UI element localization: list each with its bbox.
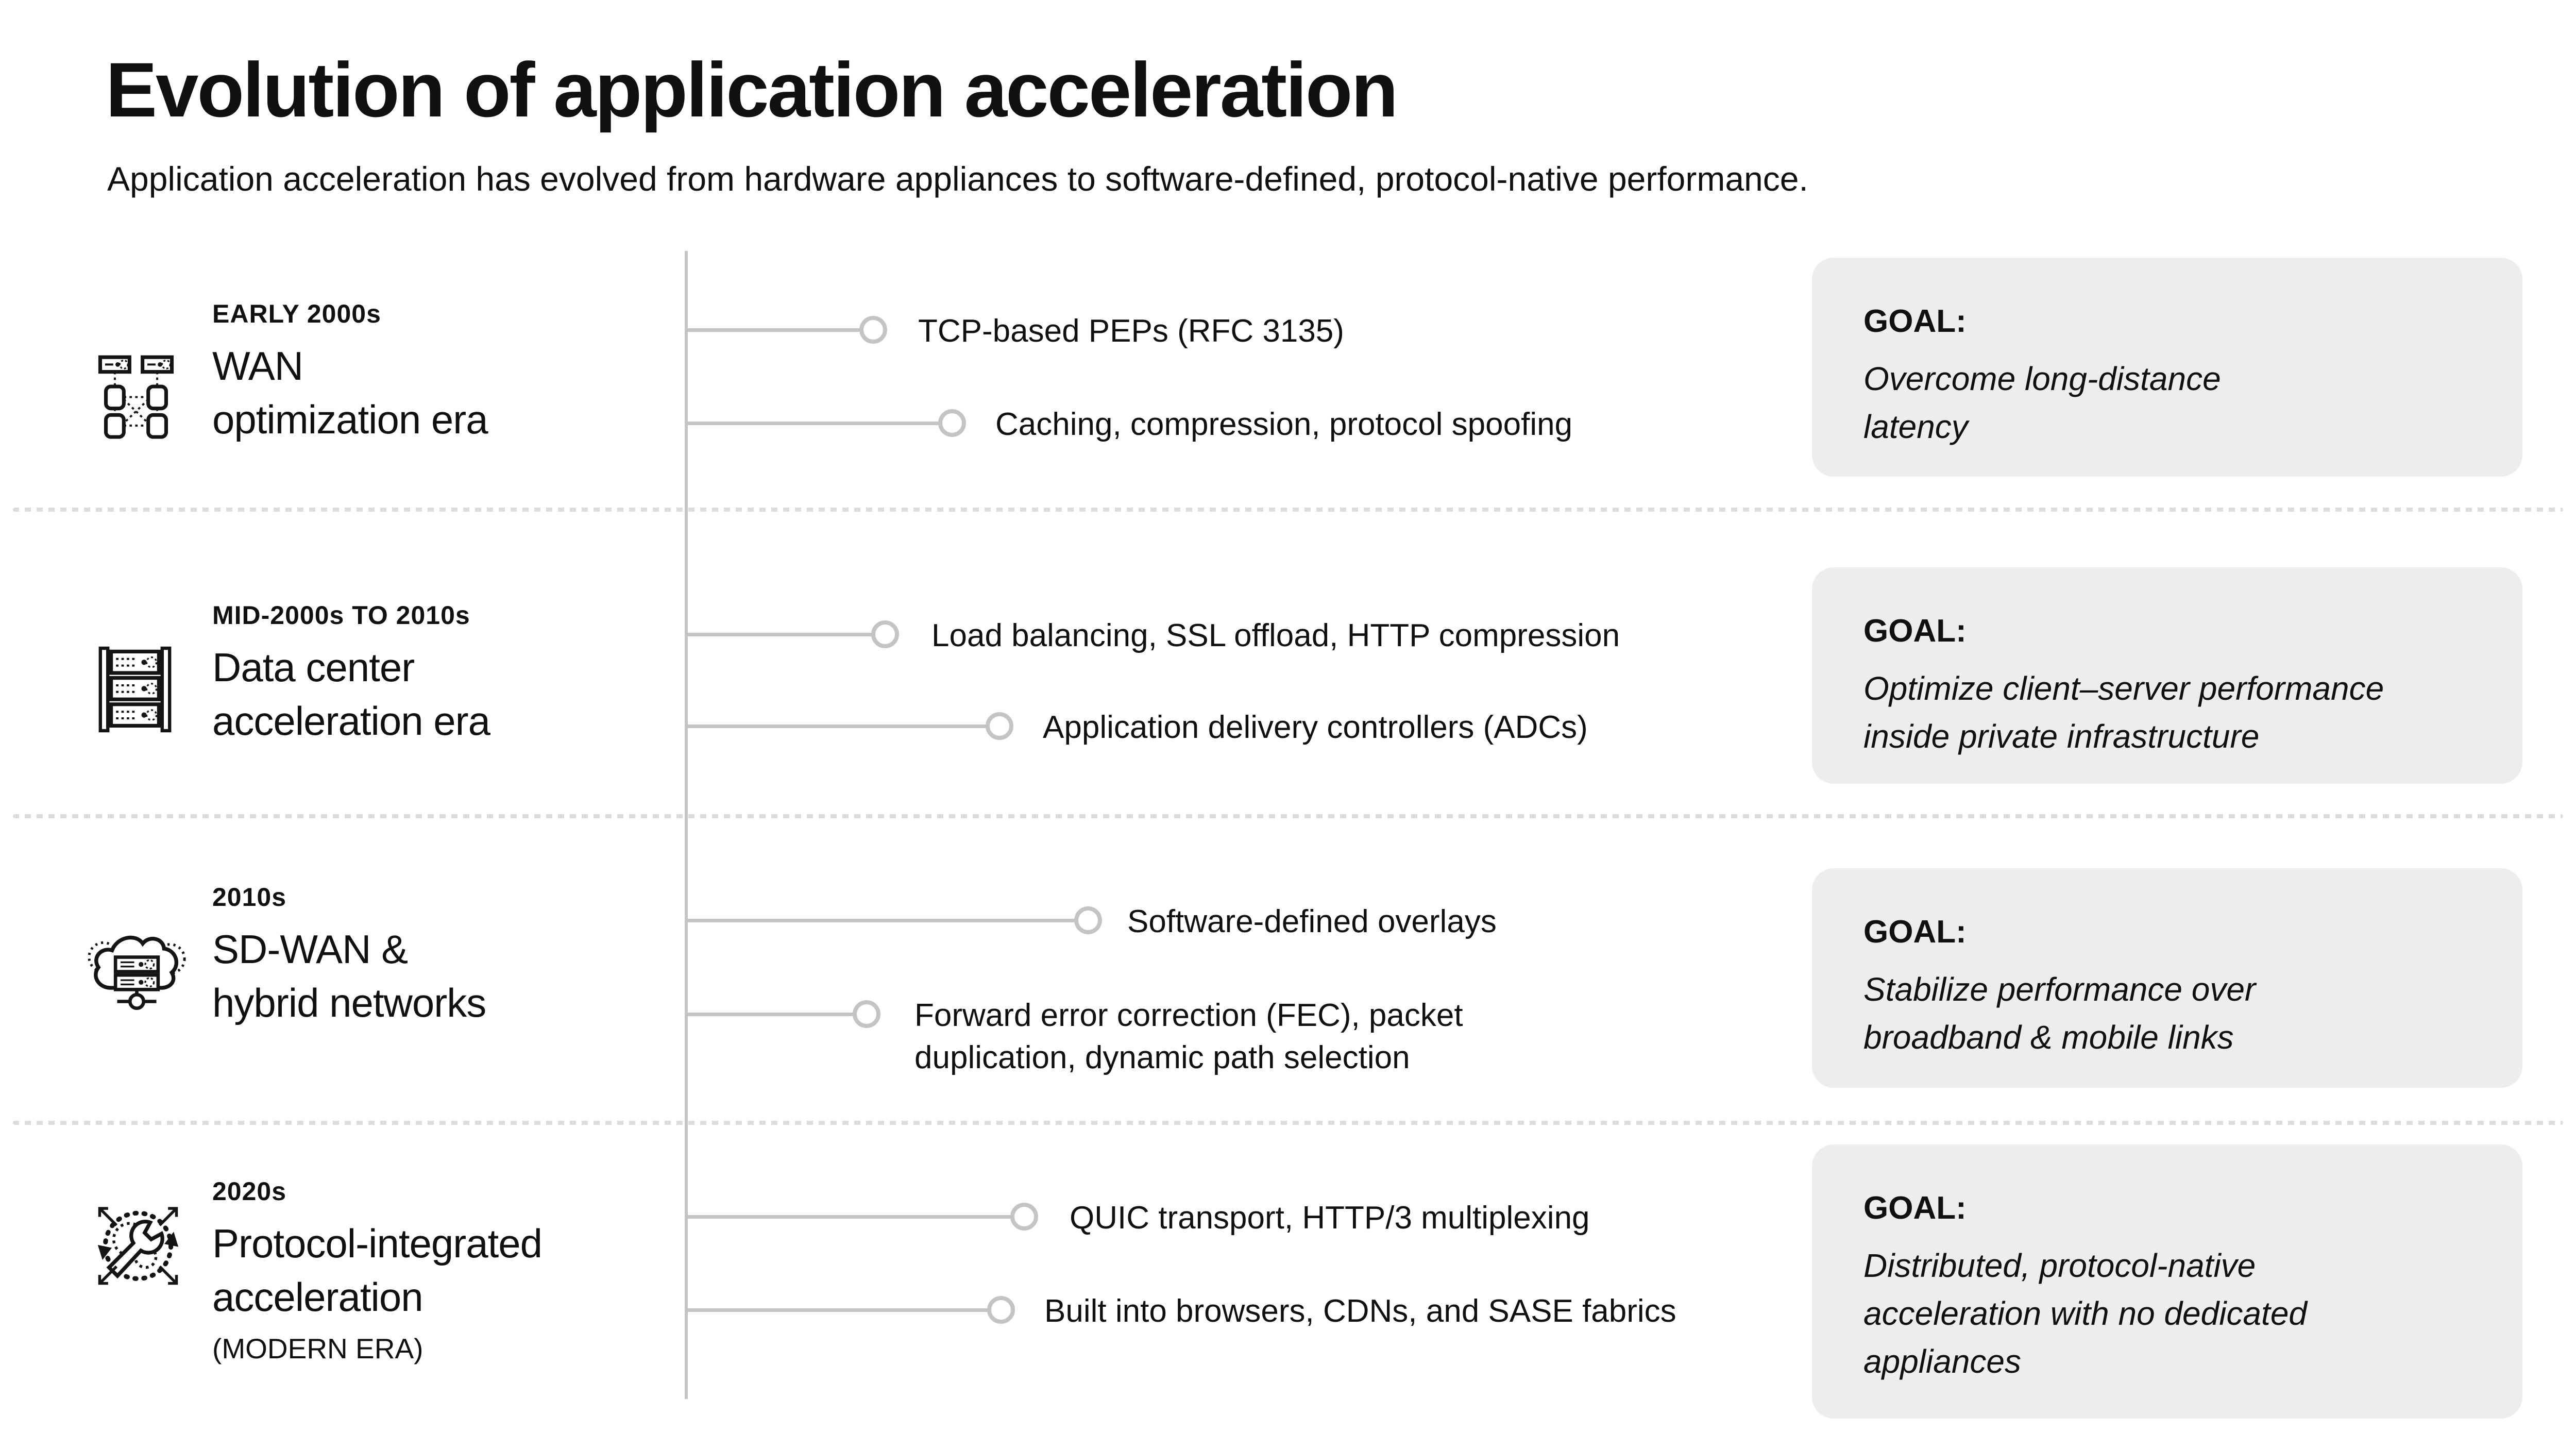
era-block-protocol: 2020s Protocol-integrated acceleration (… [212,1176,697,1365]
era-title: SD-WAN & hybrid networks [212,926,486,1025]
goal-box-datacenter: GOAL: Optimize client–server performance… [1812,567,2522,784]
era-label: 2010s [212,883,287,912]
cloud-servers-icon [81,921,192,1015]
goal-kicker: GOAL: [1863,304,1967,339]
era-title: Protocol-integrated acceleration [212,1221,543,1320]
era-label: EARLY 2000s [212,299,381,328]
row-separator [13,508,2563,512]
bullet-item: QUIC transport, HTTP/3 multiplexing [1070,1200,1590,1236]
era-block-wan: EARLY 2000s WAN optimization era [212,299,697,446]
bullet-item: Application delivery controllers (ADCs) [1043,710,1588,745]
bullet-connector [686,1215,1011,1219]
bullet-node [938,409,966,437]
page-subtitle: Application acceleration has evolved fro… [107,160,1808,198]
bullet-item: Software-defined overlays [1127,904,1497,939]
bullet-connector [686,422,939,425]
goal-kicker: GOAL: [1863,914,1967,950]
era-block-sdwan: 2010s SD-WAN & hybrid networks [212,882,697,1030]
goal-kicker: GOAL: [1863,613,1967,649]
bullet-item: Forward error correction (FEC), packet d… [914,998,1463,1075]
bullet-node [987,1296,1015,1324]
bullet-connector [686,1308,988,1312]
bullet-connector [686,328,860,332]
bullet-item: TCP-based PEPs (RFC 3135) [918,313,1344,349]
era-label: 2020s [212,1177,287,1206]
goal-text: Stabilize performance over broadband & m… [1863,971,2256,1056]
era-label: MID-2000s TO 2010s [212,601,470,630]
bullet-item: Caching, compression, protocol spoofing [995,407,1573,442]
bullet-node [1074,906,1102,934]
bullet-connector [686,919,1075,922]
bullet-connector [686,1013,853,1016]
goal-text: Overcome long-distance latency [1863,360,2221,445]
protocol-wrench-icon [87,1193,190,1296]
bullet-node [859,316,887,344]
goal-box-protocol: GOAL: Distributed, protocol-native accel… [1812,1144,2522,1419]
bullet-node [986,712,1013,740]
goal-kicker: GOAL: [1863,1190,1967,1226]
bullet-item: Load balancing, SSL offload, HTTP compre… [931,618,1620,653]
bullet-node [1010,1203,1038,1231]
row-separator [13,1121,2563,1125]
wan-network-icon [95,350,177,442]
timeline-vertical-line [685,251,688,1399]
bullet-connector [686,724,986,728]
goal-box-sdwan: GOAL: Stabilize performance over broadba… [1812,868,2522,1088]
bullet-node [871,620,899,648]
era-title: Data center acceleration era [212,645,490,744]
goal-text: Distributed, protocol-native acceleratio… [1863,1247,2307,1380]
server-rack-icon [94,643,176,736]
era-block-datacenter: MID-2000s TO 2010s Data center accelerat… [212,600,697,748]
row-separator [13,814,2563,818]
bullet-connector [686,633,872,636]
bullet-item: Built into browsers, CDNs, and SASE fabr… [1044,1293,1676,1329]
era-note: (MODERN ERA) [212,1333,423,1364]
goal-box-wan: GOAL: Overcome long-distance latency [1812,258,2522,477]
goal-text: Optimize client–server performance insid… [1863,670,2384,755]
page-title: Evolution of application acceleration [106,46,1398,133]
bullet-node [853,1000,880,1028]
era-title: WAN optimization era [212,343,488,442]
